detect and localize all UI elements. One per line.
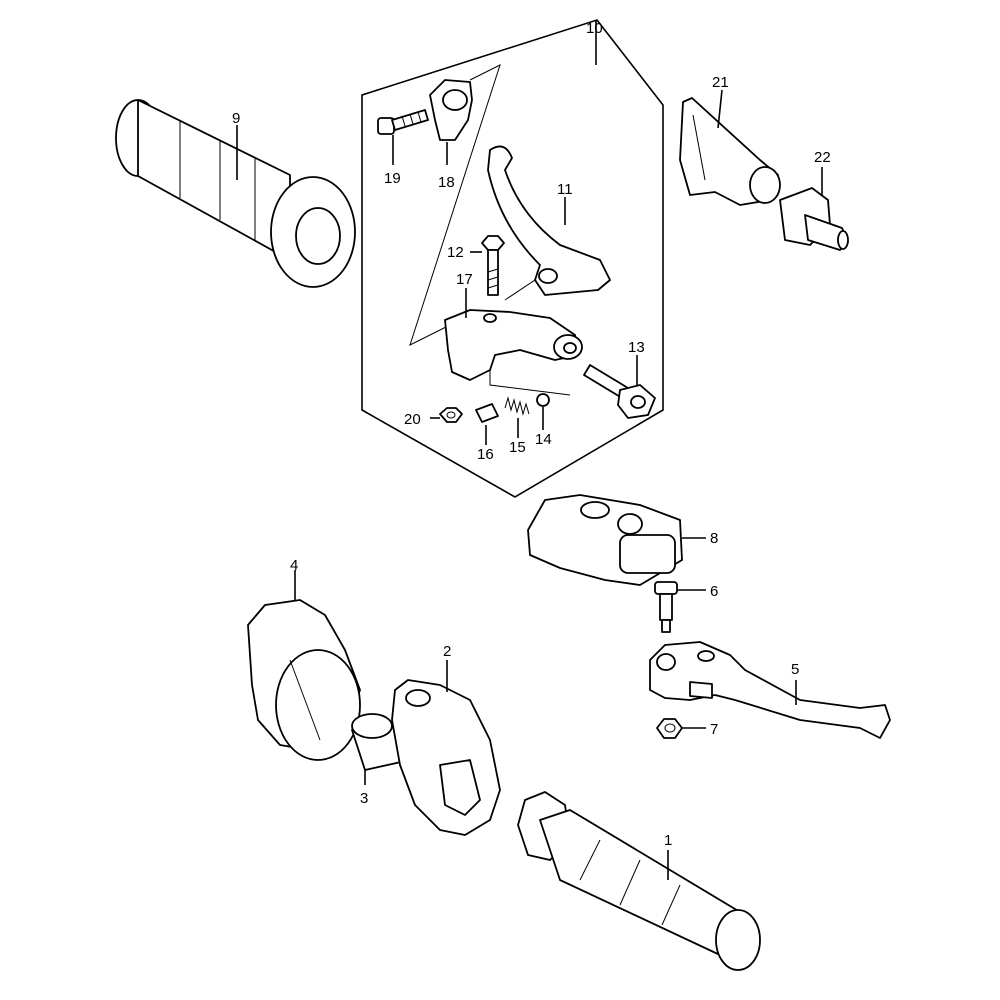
part-16-sleeve [475,403,499,445]
callout-3: 3 [360,790,368,807]
part-8-lever-cover [527,494,706,586]
part-17-lever-holder [444,288,583,381]
part-14-ball [536,393,550,430]
callout-8: 8 [710,530,718,547]
callout-6: 6 [710,583,718,600]
callout-20: 20 [404,411,421,428]
callout-13: 13 [628,339,645,356]
callout-2: 2 [443,643,451,660]
callout-16: 16 [477,446,494,463]
callout-4: 4 [290,557,298,574]
part-13-adjuster [583,355,656,419]
part-18-clamp [429,79,473,165]
part-1-throttle-grip [517,791,761,971]
assembly-10-frame [361,19,664,498]
callout-10: 10 [586,20,603,37]
part-2-throttle-housing [391,660,501,836]
callout-14: 14 [535,431,552,448]
callout-11: 11 [557,181,573,198]
callout-5: 5 [791,661,799,678]
callout-1: 1 [664,832,672,849]
callout-15: 15 [509,439,526,456]
part-6-pivot-bolt [654,581,706,633]
callout-21: 21 [712,74,729,91]
part-9-left-grip [115,99,356,288]
part-7-nut [656,718,706,739]
part-20-nut [430,407,463,423]
part-11-lever [487,145,611,296]
callout-22: 22 [814,149,831,166]
callout-9: 9 [232,110,240,127]
part-15-spring [504,396,530,438]
part-5-clutch-lever [649,641,891,739]
callout-17: 17 [456,271,473,288]
callout-12: 12 [447,244,464,261]
callout-7: 7 [710,721,718,738]
part-12-bolt [470,235,505,296]
part-21-cover [679,89,781,206]
part-19-bolt [377,109,429,165]
part-22-cable-adjuster [779,167,849,251]
part-4-throttle-cover [247,570,361,761]
callout-19: 19 [384,170,401,187]
callout-18: 18 [438,174,455,191]
callout-labels: 1 2 3 4 5 6 7 8 9 10 11 12 13 14 15 16 1… [232,20,831,849]
